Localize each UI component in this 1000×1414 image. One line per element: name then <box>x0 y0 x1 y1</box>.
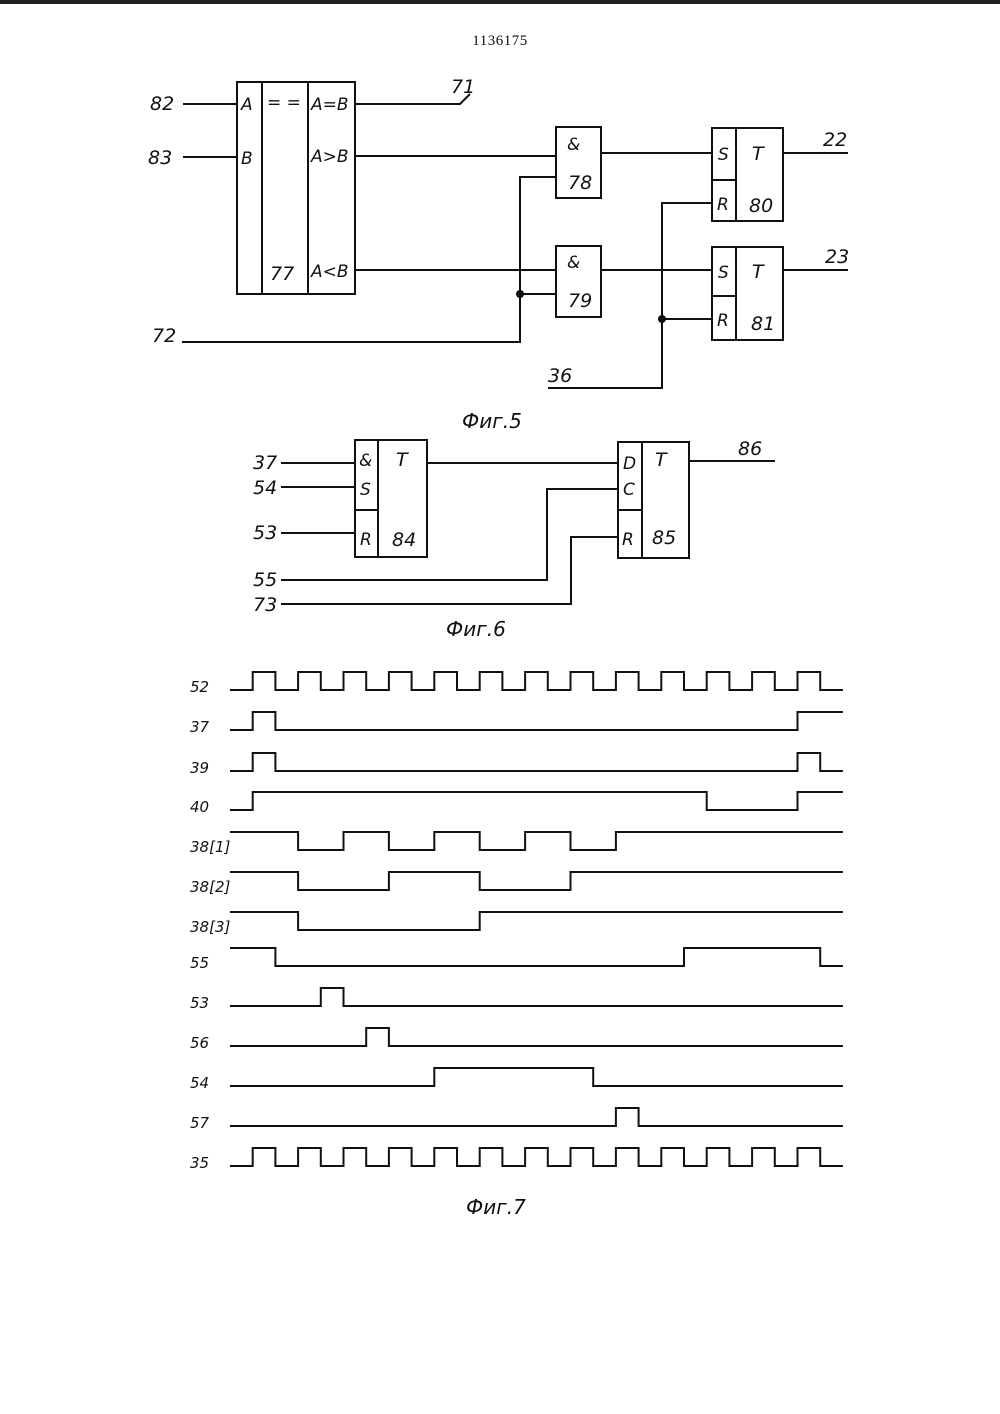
comparator-function: = = <box>267 93 301 113</box>
fig6 <box>281 440 775 604</box>
t85-pin-c: C <box>623 480 635 500</box>
waveform-381 <box>230 832 843 850</box>
ff80-pin-r: R <box>717 195 729 215</box>
signal-label: 56 <box>190 1034 209 1052</box>
t85-pin-d: D <box>623 454 636 474</box>
gate-79-symbol: & <box>567 253 580 273</box>
fig6-output-86: 86 <box>738 438 762 460</box>
fig7-caption: Фиг.7 <box>466 1195 526 1219</box>
gate-79-number: 79 <box>568 290 592 312</box>
fig5-output-71: 71 <box>451 76 475 98</box>
t84-pin-s: S <box>360 480 371 500</box>
fig5-caption: Фиг.5 <box>462 409 522 433</box>
signal-label: 37 <box>190 718 210 736</box>
fig6-input-53: 53 <box>253 522 277 544</box>
fig5-input-36: 36 <box>548 365 572 387</box>
signal-label: 52 <box>190 678 209 696</box>
waveform-37 <box>230 712 843 730</box>
gate-78-number: 78 <box>568 172 592 194</box>
waveform-57 <box>230 1108 843 1126</box>
fig5 <box>182 82 848 388</box>
fig6-caption: Фиг.6 <box>446 617 506 641</box>
waveform-52 <box>230 672 843 690</box>
wire-72 <box>182 177 556 342</box>
fig5-input-83: 83 <box>148 147 172 169</box>
waveform-53 <box>230 988 843 1006</box>
waveform-55 <box>230 948 843 966</box>
fig6-input-55: 55 <box>253 569 277 591</box>
t84-number: 84 <box>392 529 416 551</box>
ff81-pin-r: R <box>717 311 729 331</box>
ff80-type: T <box>752 143 765 165</box>
fig5-output-22: 22 <box>823 129 847 151</box>
comparator-number: 77 <box>270 263 294 285</box>
signal-label: 54 <box>190 1074 209 1092</box>
t85-pin-r: R <box>622 530 634 550</box>
signal-label: 38[2] <box>190 878 230 896</box>
t84-pin-and: & <box>359 451 372 471</box>
waveform-35 <box>230 1148 843 1166</box>
gate-78-symbol: & <box>567 135 580 155</box>
ff80-pin-s: S <box>718 145 729 165</box>
fig5-input-72: 72 <box>152 325 176 347</box>
t85-number: 85 <box>652 527 676 549</box>
signal-label: 38[3] <box>190 918 230 936</box>
signal-label: 38[1] <box>190 838 230 856</box>
comparator-pin-a: A <box>240 95 253 115</box>
signal-label: 53 <box>190 994 209 1012</box>
fig6-input-54: 54 <box>253 477 277 499</box>
wire-73 <box>281 537 618 604</box>
waveform-383 <box>230 912 843 930</box>
signal-label: 55 <box>190 954 209 972</box>
ff81-pin-s: S <box>718 263 729 283</box>
fig7-signal-labels: 52 37 39 40 38[1] 38[2] 38[3] 55 53 56 54 57 35 <box>190 678 230 1172</box>
fig6-input-37: 37 <box>253 452 277 474</box>
waveform-382 <box>230 872 843 890</box>
signal-label: 39 <box>190 759 209 777</box>
signal-label: 40 <box>190 798 209 816</box>
fig6-input-73: 73 <box>253 594 277 616</box>
t84-pin-r: R <box>360 530 372 550</box>
signal-label: 35 <box>190 1154 209 1172</box>
waveform-54 <box>230 1068 843 1086</box>
t84-type: T <box>396 449 409 471</box>
comparator-out-lt: A<B <box>310 262 349 282</box>
ff81-number: 81 <box>751 313 775 335</box>
fig5-input-82: 82 <box>150 93 174 115</box>
comparator-out-gt: A>B <box>310 147 349 167</box>
wire-55 <box>281 489 618 580</box>
waveform-39 <box>230 753 843 771</box>
fig7-waveforms <box>230 672 843 1166</box>
comparator-pin-b: B <box>241 149 253 169</box>
t85-type: T <box>655 449 668 471</box>
waveform-40 <box>230 792 843 810</box>
signal-label: 57 <box>190 1114 210 1132</box>
waveform-56 <box>230 1028 843 1046</box>
junction-dot <box>516 290 524 298</box>
fig5-output-23: 23 <box>825 246 849 268</box>
ff80-number: 80 <box>749 195 773 217</box>
comparator-out-eq: A=B <box>310 95 349 115</box>
ff81-type: T <box>752 261 765 283</box>
junction-dot <box>658 315 666 323</box>
